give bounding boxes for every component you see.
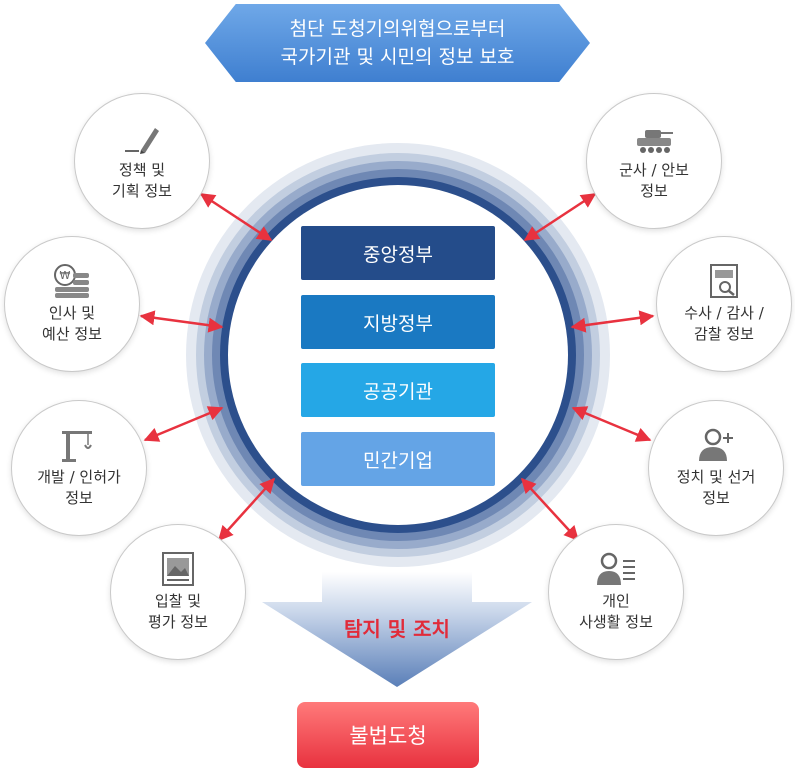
node-personal-line-2: 사생활 정보 <box>579 613 653 631</box>
bar-public-institution: 공공기관 <box>301 363 495 417</box>
node-hr: ₩ 인사 및 예산 정보 <box>4 236 140 372</box>
tank-icon <box>637 130 673 153</box>
node-audit-line-1: 수사 / 감사 / <box>684 304 764 322</box>
banner-line-1: 첨단 도청기의위협으로부터 <box>289 18 506 40</box>
add-person-icon <box>699 428 733 461</box>
illegal-wiretap-box: 불법도청 <box>297 702 479 768</box>
funnel-arrow <box>262 572 532 687</box>
node-dev-line-1: 개발 / 인허가 <box>37 468 121 486</box>
arrow-politics <box>571 406 652 442</box>
center-rings <box>186 143 610 567</box>
node-military-line-1: 군사 / 안보 <box>619 161 689 179</box>
bar-private-company: 민간기업 <box>301 432 495 486</box>
node-military-line-2: 정보 <box>640 182 668 200</box>
node-policy-line-1: 정책 및 <box>118 161 166 179</box>
node-dev: 개발 / 인허가 정보 <box>11 400 147 536</box>
node-politics-line-1: 정치 및 선거 <box>676 468 756 486</box>
node-audit-line-2: 감찰 정보 <box>694 325 754 343</box>
node-policy-line-2: 기획 정보 <box>112 182 172 200</box>
profile-icon <box>597 552 635 585</box>
node-politics: 정치 및 선거 정보 <box>648 400 784 536</box>
node-hr-line-1: 인사 및 <box>48 304 96 322</box>
bar-central-government: 중앙정부 <box>301 226 495 280</box>
node-personal-line-1: 개인 <box>602 592 630 610</box>
document-image-icon <box>162 552 194 586</box>
arrow-dev <box>143 406 224 442</box>
arrow-audit <box>570 310 655 333</box>
crane-icon <box>62 431 92 462</box>
arrow-military <box>523 192 597 242</box>
arrow-bid <box>217 477 276 542</box>
node-bid-line-2: 평가 정보 <box>148 613 208 631</box>
node-bid-line-1: 입찰 및 <box>154 592 202 610</box>
detection-label: 탐지 및 조치 <box>344 617 450 641</box>
bar-local-government: 지방정부 <box>301 295 495 349</box>
pen-icon <box>125 128 159 154</box>
node-military: 군사 / 안보 정보 <box>586 93 722 229</box>
coin-icon: ₩ <box>54 264 89 298</box>
node-hr-line-2: 예산 정보 <box>42 325 102 343</box>
banner-line-2: 국가기관 및 시민의 정보 보호 <box>280 46 515 68</box>
node-bid: 입찰 및 평가 정보 <box>110 524 246 660</box>
svg-text:₩: ₩ <box>60 269 71 282</box>
arrow-hr <box>139 310 224 333</box>
arrow-personal <box>520 477 580 542</box>
arrows <box>139 192 655 542</box>
node-personal: 개인 사생활 정보 <box>548 524 684 660</box>
node-dev-line-2: 정보 <box>65 489 93 507</box>
node-policy: 정책 및 기획 정보 <box>74 93 210 229</box>
node-audit: 수사 / 감사 / 감찰 정보 <box>656 236 792 372</box>
node-politics-line-2: 정보 <box>702 489 730 507</box>
title-banner: 첨단 도청기의위협으로부터 국가기관 및 시민의 정보 보호 <box>205 4 590 82</box>
arrow-policy <box>199 192 273 242</box>
search-document-icon <box>710 264 738 298</box>
